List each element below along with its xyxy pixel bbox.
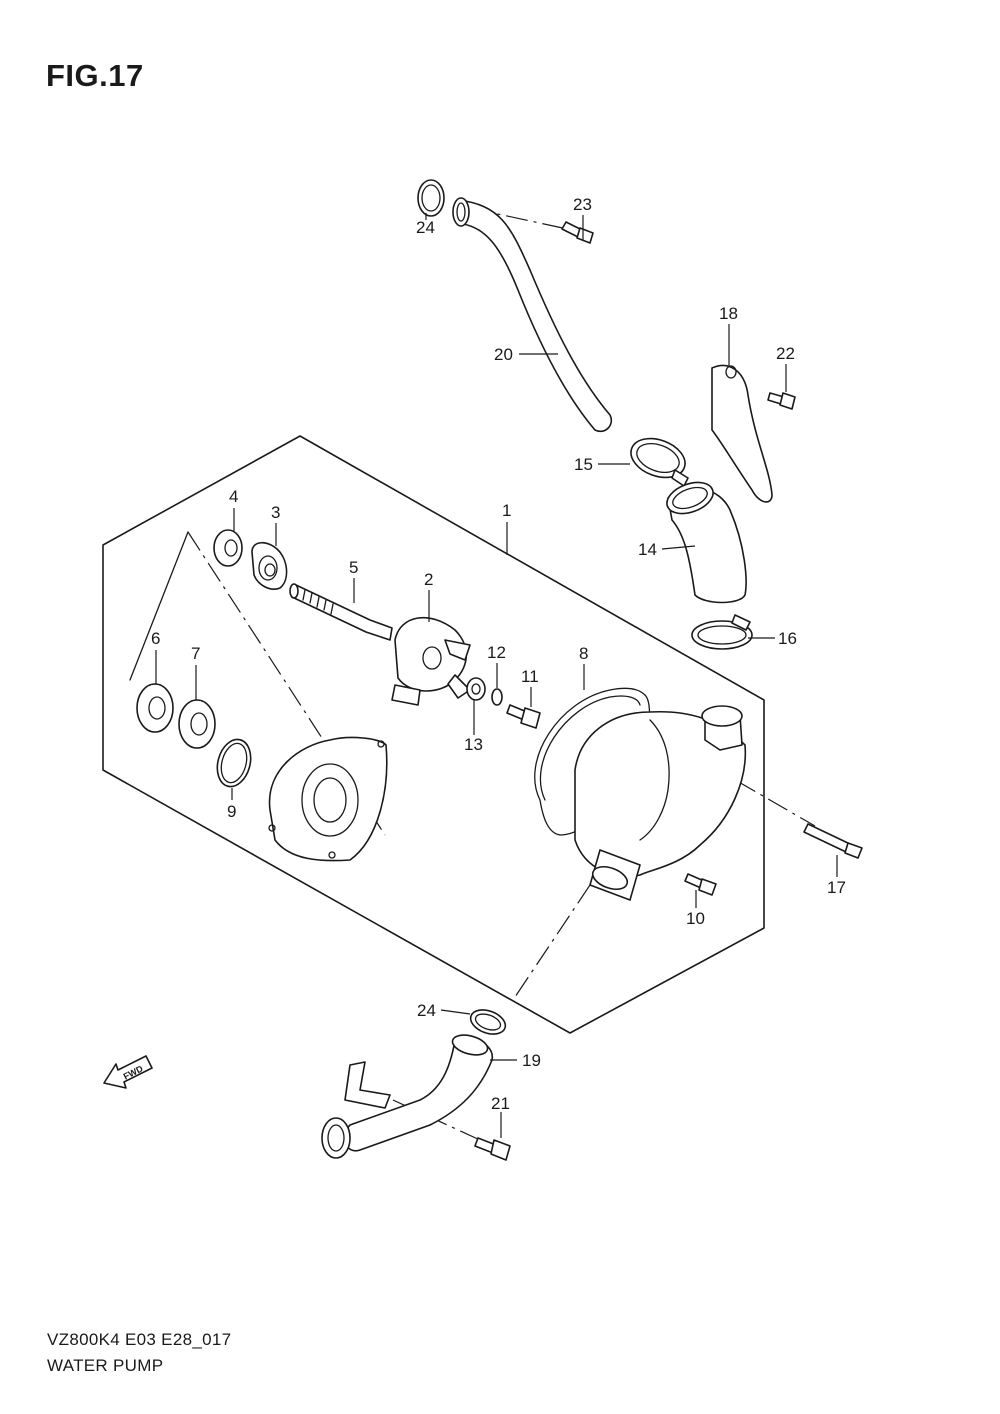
screw-10	[684, 873, 717, 896]
o-ring-9	[216, 738, 252, 788]
callout-1: 1	[502, 501, 511, 520]
bolt-23	[561, 221, 594, 244]
inlet-pipe-19	[321, 1034, 493, 1159]
hose-elbow-14	[666, 481, 747, 604]
hose-clamp-16	[691, 614, 753, 650]
callout-18: 18	[719, 304, 738, 323]
alignment-line-outlet	[512, 884, 591, 1001]
model-code: VZ800K4 E03 E28_017	[47, 1330, 232, 1349]
washer-13	[466, 677, 486, 701]
callout-11: 11	[521, 667, 539, 686]
mechanical-seal-3	[251, 541, 288, 590]
forward-arrow-icon: FWD	[103, 1055, 153, 1089]
impeller-2	[391, 616, 471, 706]
bearing-7	[178, 699, 216, 749]
washer-12	[491, 688, 503, 706]
bolt-17	[803, 823, 863, 859]
water-hose-20	[452, 197, 613, 433]
figure-name: WATER PUMP	[47, 1356, 164, 1375]
callout-21: 21	[491, 1094, 510, 1113]
pump-shaft-5	[289, 583, 393, 641]
hose-clamp-15	[630, 437, 689, 487]
pump-housing	[574, 705, 747, 901]
callout-4: 4	[229, 487, 238, 506]
callout-19: 19	[522, 1051, 541, 1070]
o-ring-24-top	[417, 179, 445, 217]
callout-17: 17	[827, 878, 846, 897]
assembly-frame	[102, 435, 765, 1034]
callout-9: 9	[227, 802, 236, 821]
alignment-line-bolt-17	[639, 724, 816, 827]
callout-15: 15	[574, 455, 593, 474]
bearing-6	[136, 683, 174, 733]
callout-22: 22	[776, 344, 795, 363]
callout-23: 23	[573, 195, 592, 214]
callout-14: 14	[638, 540, 657, 559]
callout-3: 3	[271, 503, 280, 522]
pump-body-cover	[268, 736, 388, 862]
callout-16: 16	[778, 629, 797, 648]
callout-20: 20	[494, 345, 513, 364]
callout-12: 12	[487, 643, 506, 662]
callout-5: 5	[349, 558, 358, 577]
figure-title: FIG.17	[46, 58, 144, 93]
leader-lines	[155, 213, 838, 1138]
callout-24-top: 24	[416, 218, 435, 237]
callout-labels: 1 2 3 4 5 6 7 8 9 10 11 12 13 14 15 16 1…	[151, 195, 846, 1113]
callout-2: 2	[424, 570, 433, 589]
callout-7: 7	[191, 644, 200, 663]
bolt-11	[506, 704, 541, 729]
guard-plate-18	[711, 364, 773, 503]
alignment-line-bearings	[129, 531, 189, 681]
oil-seal-4	[213, 529, 243, 567]
callout-24-bottom: 24	[417, 1001, 436, 1020]
callout-6: 6	[151, 629, 160, 648]
bolt-21	[474, 1137, 511, 1161]
callout-13: 13	[464, 735, 483, 754]
callout-8: 8	[579, 644, 588, 663]
bolt-22	[767, 392, 796, 410]
o-ring-24-bottom	[469, 1009, 507, 1035]
callout-10: 10	[686, 909, 705, 928]
o-ring-8	[534, 687, 651, 836]
